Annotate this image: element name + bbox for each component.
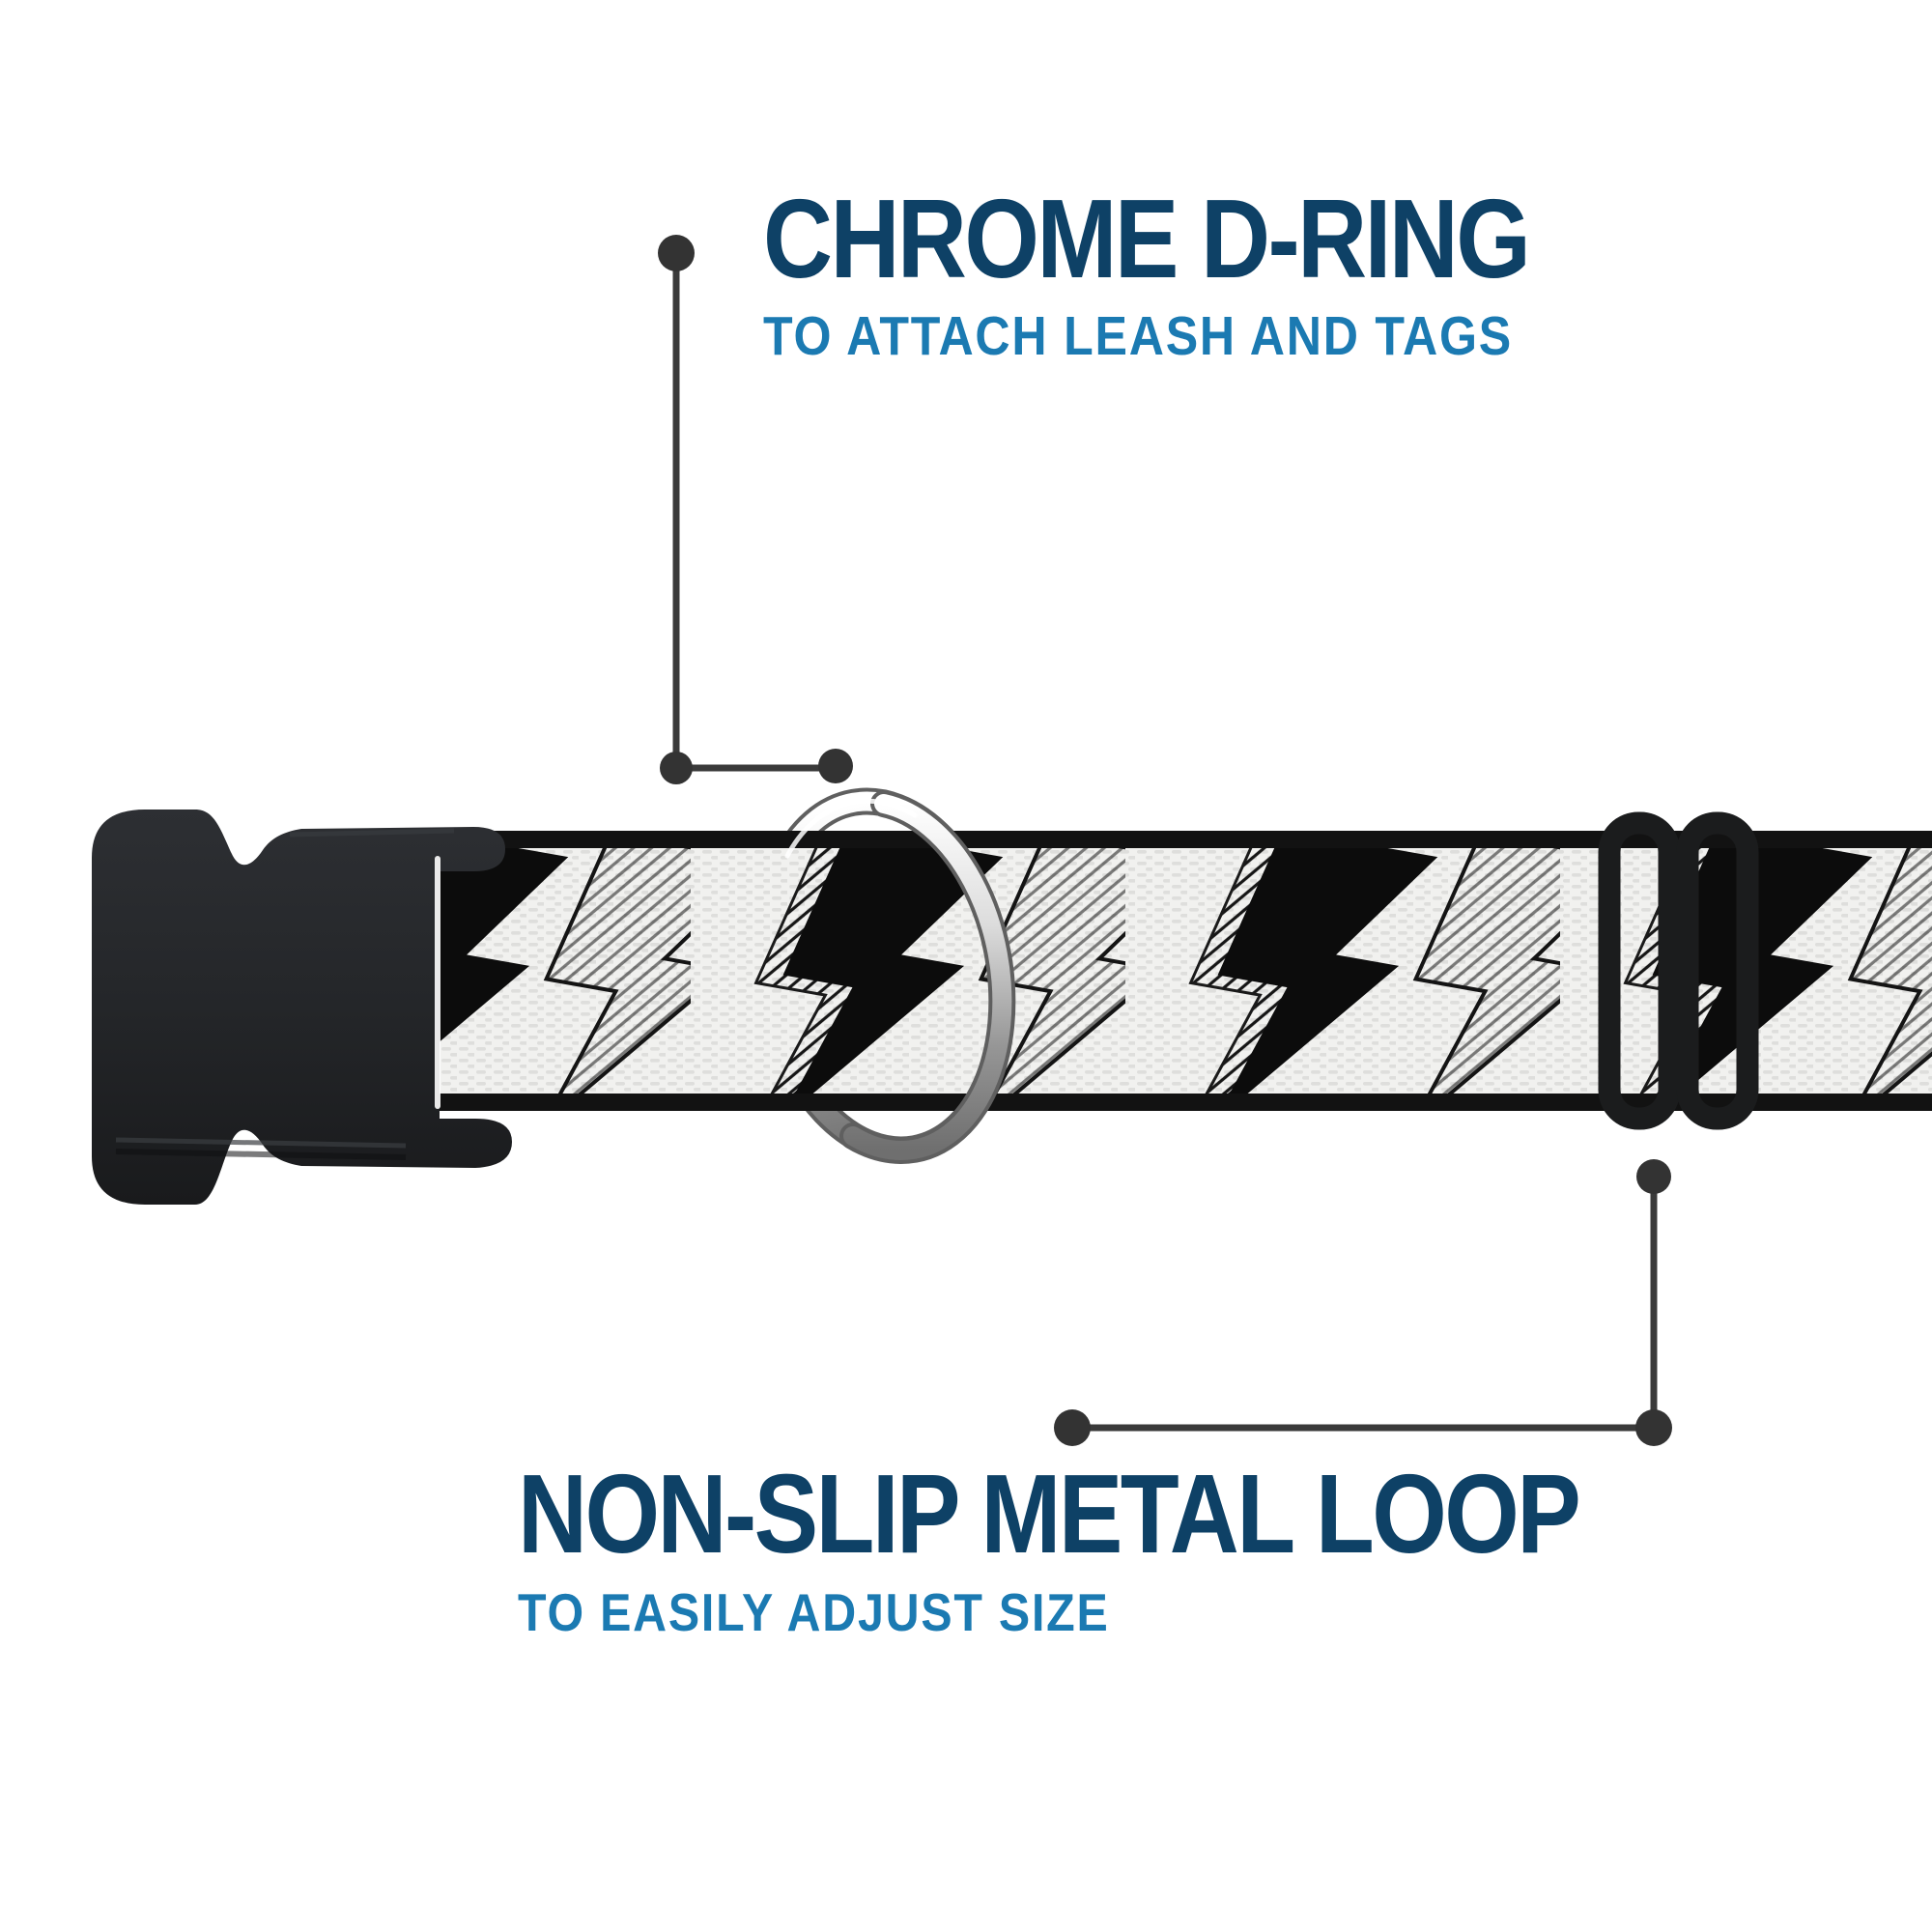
bottom-callout-dot-corner [1635, 1409, 1672, 1446]
collar-strap [422, 831, 1932, 1111]
bottom-callout-dot-title [1054, 1409, 1091, 1446]
top-callout-dot-corner [660, 752, 693, 784]
top-callout-title: CHROME D-RING [763, 176, 1531, 301]
side-release-buckle [92, 810, 512, 1205]
bottom-callout [1054, 1159, 1672, 1446]
d-ring-front [784, 790, 1016, 1164]
top-callout-subtitle: TO ATTACH LEASH AND TAGS [763, 305, 1514, 367]
top-callout [658, 235, 853, 784]
top-callout-dot-part [818, 749, 853, 783]
strap-lightning-pattern [422, 848, 1932, 1094]
top-callout-dot-title [658, 235, 695, 271]
bottom-callout-dot-part [1636, 1159, 1671, 1194]
bottom-callout-subtitle: TO EASILY ADJUST SIZE [518, 1582, 1110, 1642]
metal-loop-slider [1598, 811, 1759, 1130]
buckle-slot-highlight [435, 856, 440, 1109]
bottom-callout-title: NON-SLIP METAL LOOP [518, 1451, 1581, 1577]
